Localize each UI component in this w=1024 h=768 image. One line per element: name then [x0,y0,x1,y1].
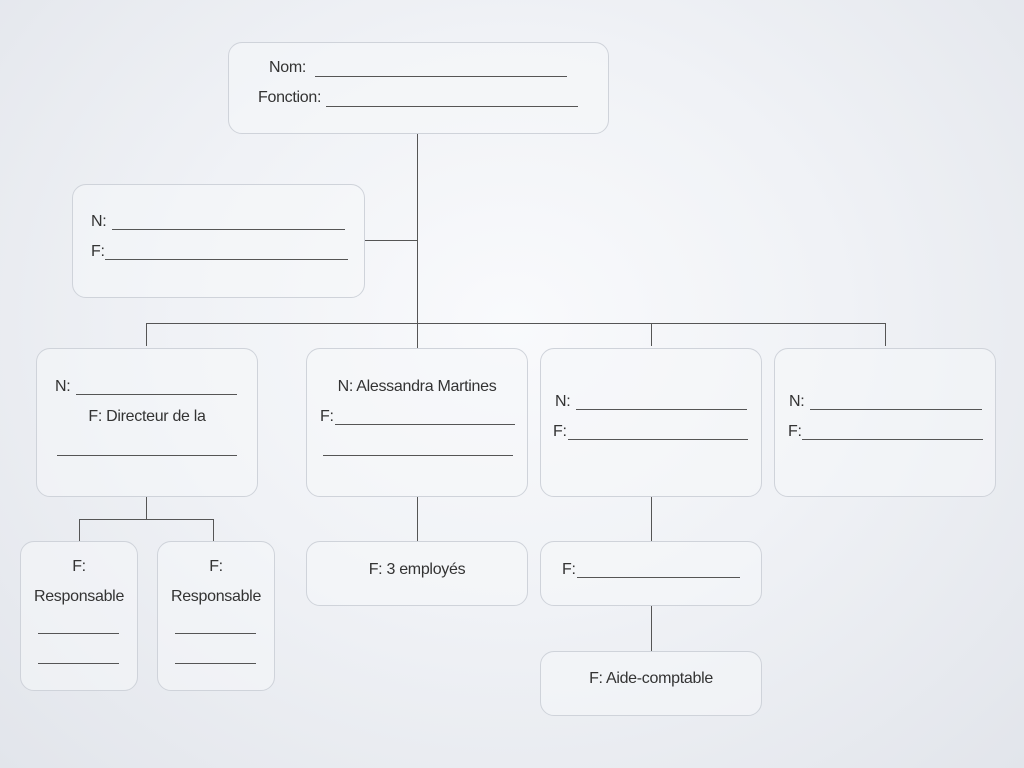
col1-function-text: F: Directeur de la [88,408,206,425]
col1-function-blank[interactable] [57,455,237,456]
sub3-function-label: F: [562,561,576,578]
org-box-col4: N: F: [774,348,996,497]
col2-extra-blank[interactable] [323,455,513,456]
top-name-blank[interactable] [315,76,567,77]
col3-function-blank[interactable] [568,439,748,440]
col2-function-blank[interactable] [335,424,515,425]
org-box-sub3b: F: Aide-comptable [540,651,762,716]
top-function-blank[interactable] [326,106,578,107]
sub1b-role-text: Responsable [170,588,262,605]
org-box-sub1b: F: Responsable [157,541,275,691]
org-box-sub2: F: 3 employés [306,541,528,606]
sub3-function-blank[interactable] [577,577,740,578]
org-box-side: N: F: [72,184,365,298]
sub1b-blank-2[interactable] [175,663,256,664]
col1-name-label: N: [55,378,71,395]
side-name-blank[interactable] [112,229,345,230]
col3-name-blank[interactable] [576,409,747,410]
org-box-col3: N: F: [540,348,762,497]
sub1a-role-text: Responsable [33,588,125,605]
col2-function-label: F: [320,408,334,425]
top-function-label: Fonction: [258,89,322,106]
org-box-col2: N: Alessandra Martines F: [306,348,528,497]
org-box-col1: N: F: Directeur de la [36,348,258,497]
org-box-sub1a: F: Responsable [20,541,138,691]
side-function-blank[interactable] [105,259,348,260]
side-name-label: N: [91,213,107,230]
col3-name-label: N: [555,393,571,410]
sub1a-blank-1[interactable] [38,633,119,634]
sub3b-function-text: F: Aide-comptable [589,670,713,687]
sub1a-function-label: F: [72,558,86,575]
sub1b-function-label: F: [209,558,223,575]
org-box-top: Nom: Fonction: [228,42,609,134]
sub1b-blank-1[interactable] [175,633,256,634]
sub1a-blank-2[interactable] [38,663,119,664]
side-function-label: F: [91,243,105,260]
col4-function-label: F: [788,423,802,440]
col4-name-label: N: [789,393,805,410]
col3-function-label: F: [553,423,567,440]
col2-name-text: N: Alessandra Martines [337,378,497,395]
top-name-label: Nom: [269,59,307,76]
col1-name-blank[interactable] [76,394,237,395]
sub2-function-text: F: 3 employés [368,561,466,578]
org-box-sub3: F: [540,541,762,606]
col4-name-blank[interactable] [810,409,982,410]
col4-function-blank[interactable] [802,439,983,440]
